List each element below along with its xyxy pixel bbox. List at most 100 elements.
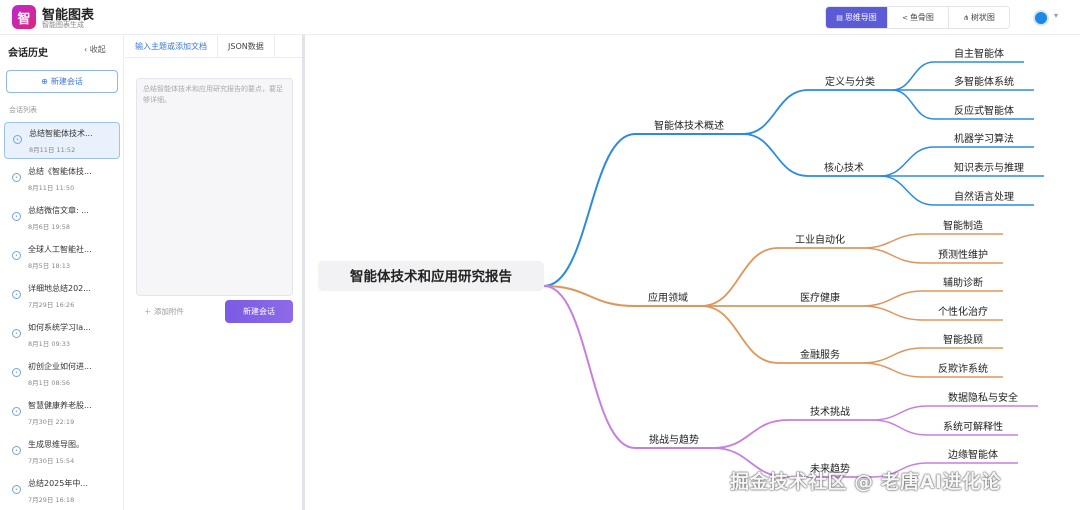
- history-item-title: 总结智能体技术...: [29, 129, 93, 138]
- branch-node[interactable]: 智能体技术概述: [654, 119, 724, 132]
- tab-input-topic[interactable]: 输入主题或添加文档: [125, 35, 218, 58]
- root-node-label[interactable]: 智能体技术和应用研究报告: [350, 268, 512, 285]
- history-item-time: 8月6日 19:58: [28, 223, 71, 231]
- new-chat-label: 新建会话: [50, 77, 83, 86]
- avatar[interactable]: [1033, 10, 1049, 26]
- history-item-title: 生成思维导图。: [28, 440, 84, 449]
- history-item[interactable]: •总结智能体技术...8月11日 11:52: [4, 122, 120, 159]
- app-header: 智 智能图表 智能图表生成 ▤ 思维导图 < 鱼骨图 ⋔ 树状图 ▾: [0, 0, 1080, 35]
- history-item-time: 8月1日 09:33: [28, 340, 71, 348]
- mindmap-edge: [879, 146, 935, 177]
- history-item-time: 8月11日 11:50: [28, 184, 75, 192]
- leaf-node[interactable]: 智能投顾: [943, 333, 983, 346]
- mindmap-edge: [742, 89, 809, 135]
- leaf-node[interactable]: 智能制造: [943, 219, 983, 232]
- share-icon: <: [902, 13, 908, 22]
- history-item[interactable]: • 总结《智能体技... 8月11日 11:50: [4, 161, 120, 198]
- mindmap-canvas[interactable]: 智能体技术和应用研究报告 智能体技术概述 定义与分类 自主智能体多智能体系统反应式智能…: [308, 35, 1080, 510]
- mindmap-edge: [861, 290, 924, 307]
- history-item[interactable]: •总结微信文章: ...8月6日 19:58: [4, 200, 120, 237]
- sidebar-title: 会话历史: [8, 48, 48, 59]
- collapse-button[interactable]: ‹ 收起: [84, 44, 106, 55]
- mindmap-edge: [891, 89, 935, 120]
- chevron-down-icon[interactable]: ▾: [1054, 11, 1059, 20]
- plus-circle-icon: ⊕: [41, 77, 48, 86]
- history-item[interactable]: •生成思维导图。7月30日 15:54: [4, 434, 120, 471]
- leaf-node[interactable]: 知识表示与推理: [954, 161, 1024, 174]
- watermark: 掘金技术社区 @ 老唐AI进化论: [730, 471, 1002, 493]
- leaf-node[interactable]: 多智能体系统: [954, 75, 1014, 88]
- history-item-title: 总结2025年中...: [28, 479, 88, 488]
- tab-json-data[interactable]: JSON数据: [218, 35, 275, 58]
- history-item[interactable]: • 全球人工智能社... 8月5日 18:13: [4, 239, 120, 276]
- history-item[interactable]: • 总结2025年中... 7月29日 16:18: [4, 473, 120, 510]
- new-chat-button[interactable]: ⊕ 新建会话: [6, 70, 118, 93]
- mindmap-svg: 智能体技术和应用研究报告 智能体技术概述 定义与分类 自主智能体多智能体系统反应式智能…: [318, 47, 1044, 478]
- mindmap-edge: [543, 133, 636, 287]
- history-item-title: 全球人工智能社...: [28, 245, 92, 254]
- leaf-node[interactable]: 系统可解释性: [943, 420, 1003, 433]
- history-item-time: 8月1日 08:56: [28, 379, 71, 387]
- history-item-time: 8月5日 18:13: [28, 262, 71, 270]
- leaf-node[interactable]: 数据隐私与安全: [948, 391, 1018, 404]
- section-label: 会话列表: [9, 106, 37, 114]
- tab-tree[interactable]: ⋔ 树状图: [948, 7, 1009, 28]
- history-item-title: 如何系统学习la...: [28, 323, 91, 332]
- sub-node[interactable]: 核心技术: [824, 161, 864, 174]
- sub-node[interactable]: 未来趋势: [810, 462, 850, 475]
- history-item[interactable]: •详细地总结202...7月29日 16:26: [4, 278, 120, 315]
- mindmap-edge: [861, 247, 924, 264]
- mindmap-edge: [712, 447, 789, 478]
- mindmap-edge: [700, 247, 779, 307]
- leaf-node[interactable]: 自然语言处理: [954, 190, 1014, 203]
- mindmap-edge: [543, 285, 636, 307]
- mindmap-edge: [871, 419, 929, 436]
- tab-mindmap-label: 思维导图: [844, 13, 877, 22]
- leaf-node[interactable]: 辅助诊断: [943, 276, 983, 289]
- history-item-title: 详细地总结202...: [28, 284, 91, 293]
- history-item[interactable]: • 如何系统学习la... 8月1日 09:33: [4, 317, 120, 354]
- tab-fishbone[interactable]: < 鱼骨图: [887, 7, 948, 28]
- chat-bubble-icon: •: [12, 251, 21, 260]
- chat-bubble-icon: •: [12, 212, 21, 221]
- leaf-node[interactable]: 预测性维护: [938, 248, 988, 261]
- leaf-node[interactable]: 边缘智能体: [948, 448, 998, 461]
- leaf-node[interactable]: 反欺诈系统: [938, 362, 988, 375]
- submit-button[interactable]: 新建会话: [225, 300, 293, 323]
- branch-node[interactable]: 挑战与趋势: [649, 433, 699, 446]
- attach-label: 添加附件: [153, 307, 184, 316]
- input-panel: 输入主题或添加文档 JSON数据 总结智能体技术和应用研究报告的要点，要足够详细…: [125, 35, 305, 510]
- history-item-title: 初创企业如何进...: [28, 362, 92, 371]
- leaf-node[interactable]: 机器学习算法: [954, 132, 1014, 145]
- plus-icon: ＋: [144, 307, 152, 316]
- chat-bubble-icon: •: [12, 485, 21, 494]
- attach-button[interactable]: ＋ 添加附件: [144, 306, 184, 317]
- sub-node[interactable]: 工业自动化: [795, 233, 845, 246]
- leaf-node[interactable]: 个性化治疗: [938, 305, 988, 318]
- history-list: •总结智能体技术...8月11日 11:52 • 总结《智能体技... 8月11日 1…: [4, 122, 120, 510]
- mindmap-edge: [879, 175, 935, 206]
- history-item-title: 智慧健康养老股...: [28, 401, 92, 410]
- sub-node[interactable]: 定义与分类: [825, 75, 875, 88]
- history-item-time: 7月30日 15:54: [28, 457, 75, 465]
- sub-node[interactable]: 医疗健康: [800, 291, 840, 304]
- branch-node[interactable]: 应用领域: [648, 291, 688, 304]
- mindmap-edge: [871, 462, 929, 478]
- leaf-node[interactable]: 反应式智能体: [954, 104, 1014, 117]
- history-item-time: 7月29日 16:18: [28, 496, 75, 504]
- tab-fishbone-label: 鱼骨图: [909, 13, 934, 22]
- mindmap-edge: [742, 133, 809, 177]
- history-item[interactable]: •初创企业如何进...8月1日 08:56: [4, 356, 120, 393]
- sub-node[interactable]: 技术挑战: [810, 405, 850, 418]
- topic-input[interactable]: 总结智能体技术和应用研究报告的要点，要足够详细。: [136, 78, 293, 296]
- mindmap-edge: [891, 61, 935, 91]
- chat-bubble-icon: •: [12, 173, 21, 182]
- sub-node[interactable]: 金融服务: [800, 348, 840, 361]
- history-item-title: 总结《智能体技...: [28, 167, 92, 176]
- leaf-node[interactable]: 自主智能体: [954, 47, 1004, 60]
- chat-bubble-icon: •: [12, 329, 21, 338]
- history-sidebar: 会话历史 ‹ 收起 ⊕ 新建会话 会话列表 •总结智能体技术...8月11日 1…: [0, 35, 124, 510]
- history-item[interactable]: •智慧健康养老股...7月30日 22:19: [4, 395, 120, 432]
- tab-mindmap[interactable]: ▤ 思维导图: [826, 7, 887, 28]
- mindmap-edge: [700, 305, 779, 364]
